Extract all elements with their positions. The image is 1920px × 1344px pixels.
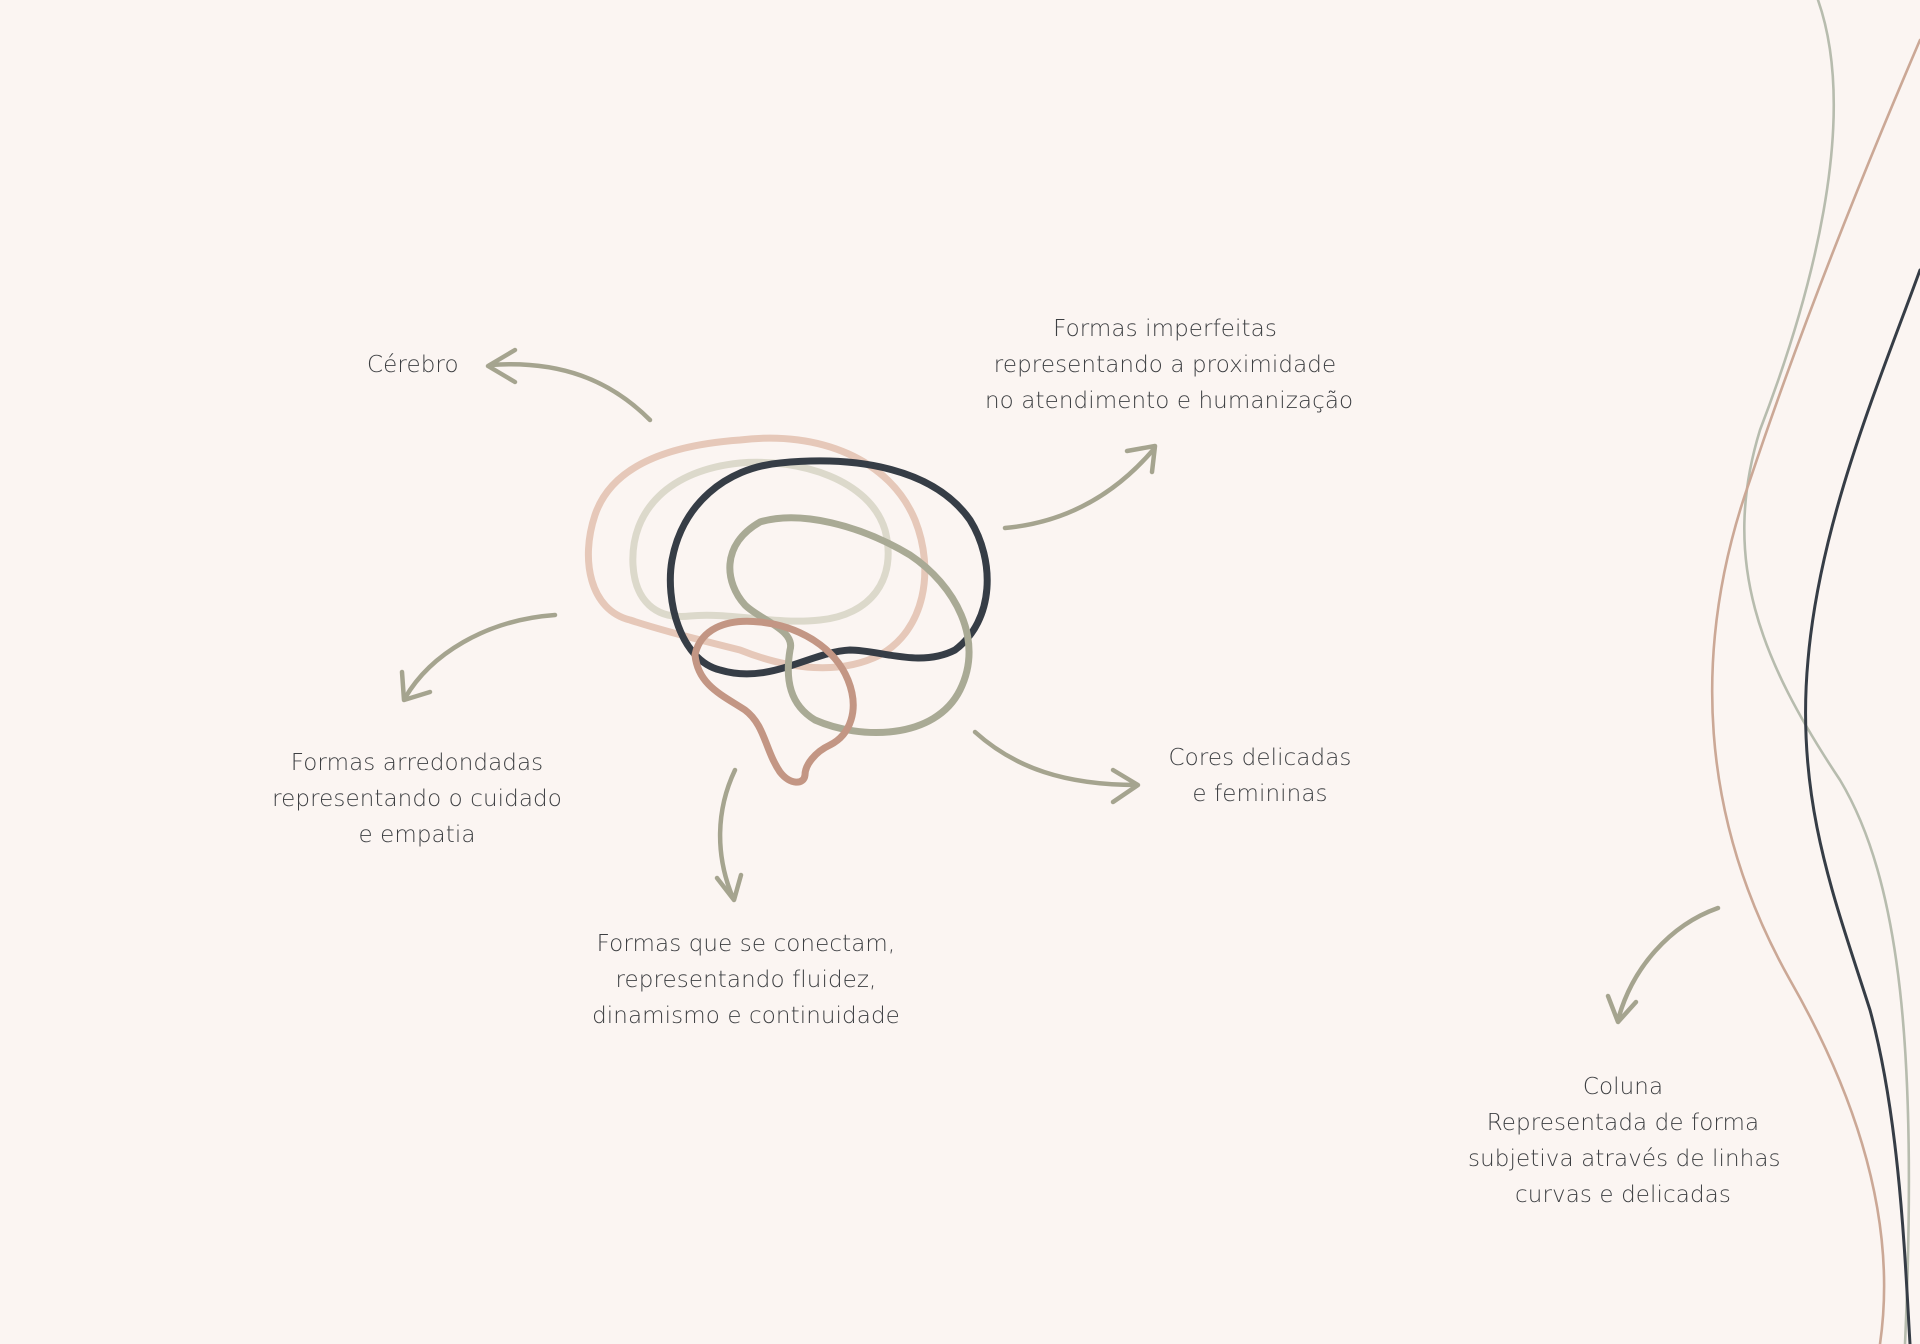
arrow-formas-conectam (714, 767, 744, 903)
spine-line-sage (1743, 0, 1911, 1344)
arrow-coluna (1605, 905, 1721, 1025)
label-coluna: Coluna Representada de forma subjetiva a… (1468, 1074, 1781, 1208)
brain-illustration (585, 434, 991, 786)
brain-stem-terracotta (691, 617, 857, 786)
spine-lines (1710, 0, 1920, 1344)
arrow-cores-delicadas (972, 729, 1141, 805)
spine-line-navy (1804, 268, 1920, 1344)
spine-line-terracotta (1710, 38, 1920, 1344)
arrow-formas-imperfeitas (1002, 443, 1158, 531)
label-formas-conectam: Formas que se conectam, representando fl… (592, 931, 900, 1029)
arrows (399, 347, 1721, 1025)
label-cerebro: Cérebro (367, 352, 459, 378)
brain-outline-sage (726, 514, 973, 736)
brain-outline-navy (666, 457, 991, 678)
arrow-formas-arredondadas (399, 612, 558, 703)
label-cores-delicadas: Cores delicadas e femininas (1168, 745, 1352, 807)
label-formas-imperfeitas: Formas imperfeitas representando a proxi… (985, 316, 1354, 414)
label-formas-arredondadas: Formas arredondadas representando o cuid… (272, 750, 562, 848)
arrow-cerebro (485, 347, 653, 423)
brain-outline-pink (585, 434, 929, 672)
